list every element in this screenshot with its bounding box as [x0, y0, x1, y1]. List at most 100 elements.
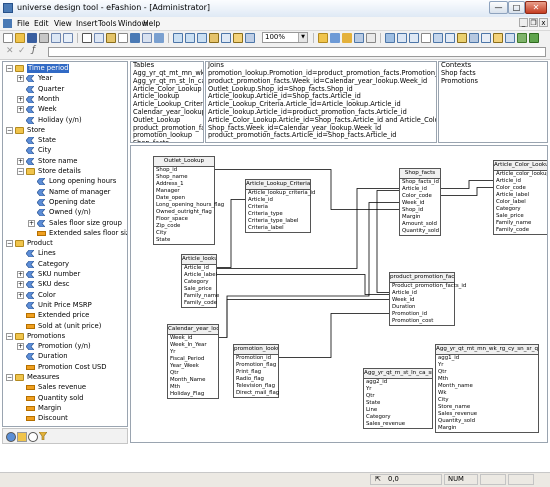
join-list-item[interactable]: Article_Color_Lookup.Article_id=Shop_fac…	[208, 115, 436, 124]
redo-icon[interactable]	[142, 33, 152, 43]
tree-item[interactable]: Category	[3, 260, 127, 269]
join-list-item[interactable]: product_promotion_facts.Article_id=Shop_…	[208, 131, 397, 140]
schema-column[interactable]: Criteria_type_label	[248, 218, 299, 224]
table-list-item[interactable]: promotion_lookup	[133, 131, 193, 140]
schema-column[interactable]: agg1_id	[438, 355, 460, 361]
join-list-item[interactable]: Outlet_Lookup.Shop_id=Shop_facts.Shop_id	[208, 84, 353, 93]
schema-column[interactable]: Article_color_lookup_id	[496, 171, 547, 177]
tree-item[interactable]: +Sales floor size group	[3, 219, 127, 228]
schema-column[interactable]: Direct_mail_flag	[236, 390, 280, 396]
security-icon[interactable]	[505, 33, 515, 43]
join-list-item[interactable]: Article_lookup.Article_id=product_promot…	[208, 108, 407, 116]
tree-item[interactable]: +Color	[3, 291, 127, 300]
tree-item[interactable]: +Promotion (y/n)	[3, 342, 127, 351]
schema-column[interactable]: Date_open	[156, 195, 186, 201]
schema-column[interactable]: Margin	[402, 214, 421, 220]
schema-column[interactable]: Article_id	[402, 186, 427, 192]
schema-column[interactable]: Manager	[156, 188, 180, 194]
schema-column[interactable]: Long_opening_hours_flag	[156, 202, 225, 208]
check-icon[interactable]	[517, 33, 527, 43]
schema-column[interactable]: Promotion_cost	[392, 318, 434, 324]
connection-icon[interactable]	[481, 33, 491, 43]
schema-column[interactable]: Criteria_label	[248, 225, 284, 231]
tree-item[interactable]: Sold at (unit price)	[3, 322, 127, 331]
schema-column[interactable]: Promotion_id	[392, 311, 428, 317]
import-icon[interactable]	[469, 33, 479, 43]
undo-icon[interactable]	[130, 33, 140, 43]
tree-item[interactable]: Discount	[3, 414, 127, 423]
schema-column[interactable]: Sale_price	[184, 286, 212, 292]
tree-item[interactable]: +Year	[3, 74, 127, 83]
copy-icon[interactable]	[94, 33, 104, 43]
conditions-view-radio[interactable]	[28, 432, 38, 442]
tree-item[interactable]: Unit Price MSRP	[3, 301, 127, 310]
insert-object-icon[interactable]	[330, 33, 340, 43]
tree-item[interactable]: Owned (y/n)	[3, 208, 127, 217]
schema-column[interactable]: Floor_space	[156, 216, 188, 222]
export-icon[interactable]	[457, 33, 467, 43]
schema-column[interactable]: Week_In_Year	[170, 342, 207, 348]
detect-loops-icon[interactable]	[233, 33, 243, 43]
tree-item[interactable]: Opening date	[3, 198, 127, 207]
tree-item[interactable]: City	[3, 146, 127, 155]
schema-column[interactable]: Shop_id	[156, 167, 178, 173]
schema-table[interactable]: Article_Color_LookupArticle_color_lookup…	[493, 160, 547, 235]
insert-alias-icon[interactable]	[209, 33, 219, 43]
expand-icon[interactable]: +	[17, 343, 24, 351]
hierarchies-icon[interactable]	[354, 33, 364, 43]
collapse-icon[interactable]: −	[6, 374, 13, 381]
open-icon[interactable]	[15, 33, 25, 43]
tree-item[interactable]: −Time period	[3, 64, 127, 73]
schema-column[interactable]: Week_id	[170, 335, 193, 341]
tree-item[interactable]: Promotion Cost USD	[3, 363, 127, 372]
schema-column[interactable]: Holiday_Flag	[170, 391, 205, 397]
tree-item[interactable]: Name of manager	[3, 188, 127, 197]
tree-item[interactable]: +Week	[3, 105, 127, 114]
check-integrity-icon[interactable]	[385, 33, 395, 43]
minimize-button[interactable]: —	[489, 1, 508, 14]
table-list-item[interactable]: Shop_facts	[133, 139, 169, 142]
format-painter-icon[interactable]	[118, 33, 128, 43]
schema-column[interactable]: Zip_code	[156, 223, 181, 229]
table-list-item[interactable]: Calendar_year_lookup	[133, 108, 204, 116]
tree-item[interactable]: Extended sales floor size	[3, 229, 127, 238]
schema-column[interactable]: agg2_id	[366, 379, 388, 385]
schema-column[interactable]: Color_code	[402, 193, 432, 199]
expand-icon[interactable]: +	[17, 291, 24, 299]
insert-table-icon[interactable]	[173, 33, 183, 43]
tree-item[interactable]: State	[3, 136, 127, 145]
mdi-restore-button[interactable]: ❐	[529, 18, 538, 27]
schema-column[interactable]: Shop_name	[156, 174, 188, 180]
arrange-tables-icon[interactable]	[245, 33, 255, 43]
expand-icon[interactable]: +	[17, 75, 24, 83]
schema-column[interactable]: City	[438, 397, 449, 403]
schema-column[interactable]: Address_1	[156, 181, 184, 187]
tree-item[interactable]: Margin	[3, 404, 127, 413]
tree-item[interactable]: Duration	[3, 352, 127, 361]
schema-column[interactable]: Wk	[438, 390, 447, 396]
schema-column[interactable]: Qtr	[438, 369, 447, 375]
schema-column[interactable]: Sale_price	[496, 213, 524, 219]
schema-column[interactable]: Article_label	[184, 272, 218, 278]
schema-column[interactable]: Sales_revenue	[366, 421, 406, 427]
schema-column[interactable]: Promotion_id	[236, 355, 272, 361]
joins-pane[interactable]: Joins promotion_lookup.Promotion_id=prod…	[205, 61, 437, 143]
join-list-item[interactable]: Shop_facts.Week_id=Calendar_year_lookup.…	[208, 123, 382, 132]
classes-view-radio[interactable]	[6, 432, 16, 442]
chevron-down-icon[interactable]: ▼	[298, 33, 307, 42]
schema-column[interactable]: Shop_id	[402, 207, 424, 213]
table-list-item[interactable]: Article_Color_Lookup	[133, 84, 202, 93]
tree-item[interactable]: +Month	[3, 95, 127, 104]
run-icon[interactable]	[529, 33, 539, 43]
schema-column[interactable]: Week_id	[402, 200, 425, 206]
mdi-close-button[interactable]: x	[539, 18, 548, 27]
schema-column[interactable]: Margin	[438, 425, 457, 431]
schema-column[interactable]: Week_id	[392, 297, 415, 303]
